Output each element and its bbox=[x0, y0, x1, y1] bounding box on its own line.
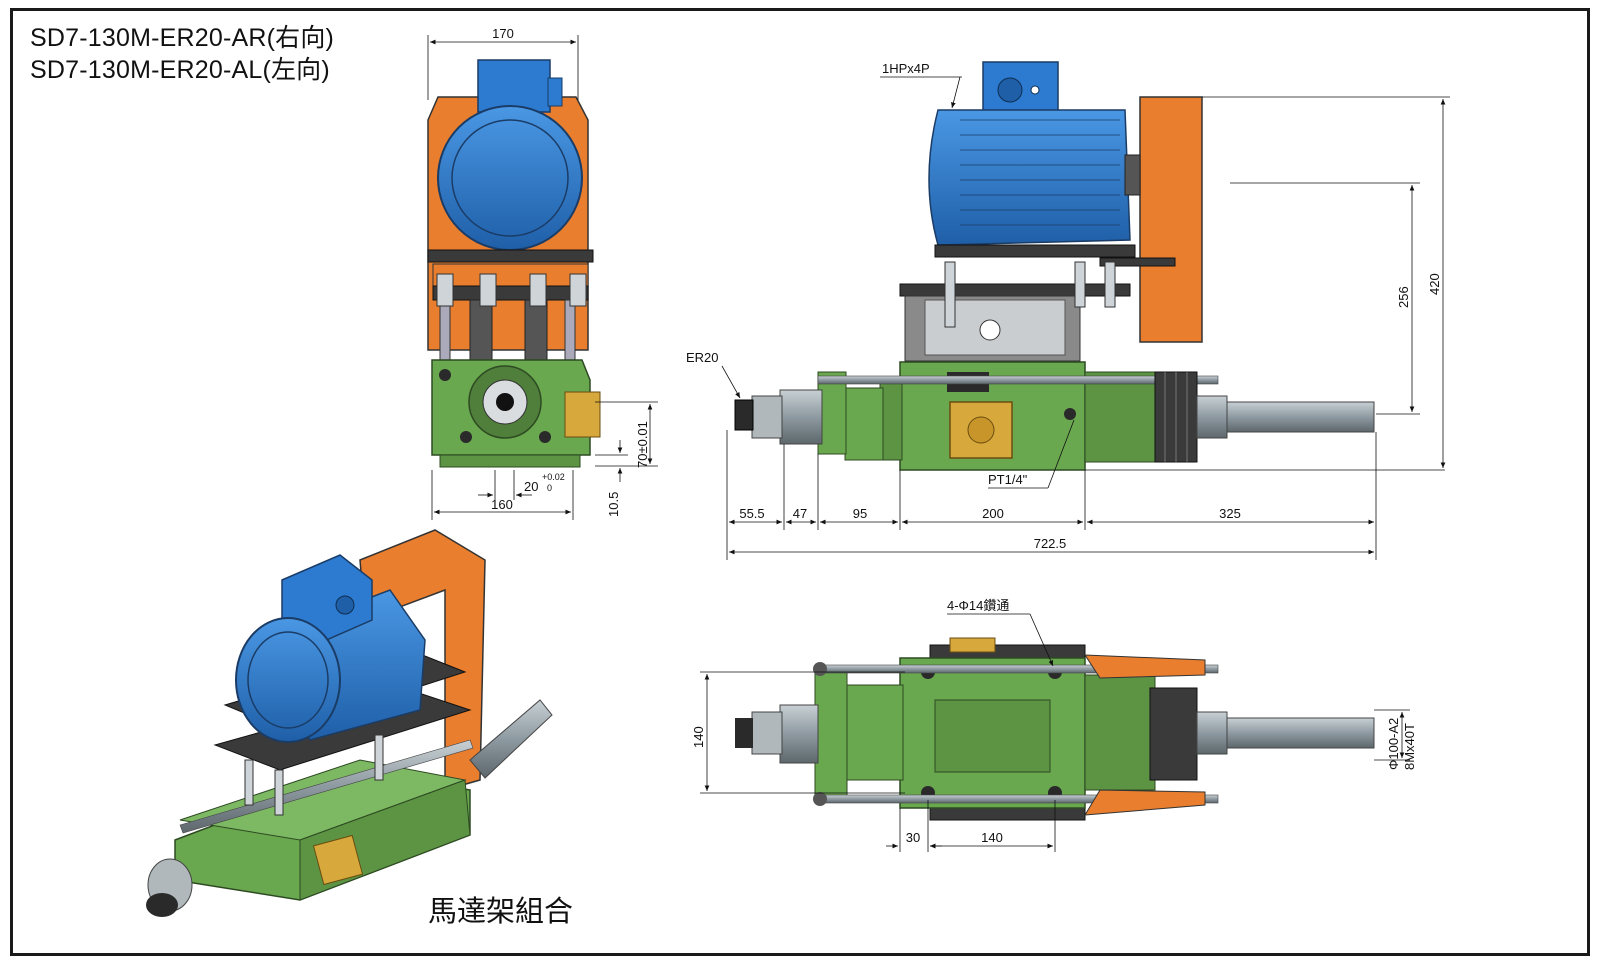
dim-d3: 95 bbox=[853, 506, 867, 521]
dim-key-tol-upper: +0.02 bbox=[542, 472, 565, 482]
dim-top-spacing: 140 bbox=[981, 830, 1003, 845]
side-view: 1HPx4P ER20 PT1/4" 55.5 47 bbox=[686, 61, 1450, 560]
dim-width-bottom: 160 bbox=[491, 497, 513, 512]
collet-label: ER20 bbox=[686, 350, 719, 365]
dim-axis-height: 256 bbox=[1396, 286, 1411, 308]
front-view: 170 160 20 +0.02 0 70±0.01 10.5 bbox=[427, 26, 658, 520]
dim-top-width: 140 bbox=[691, 726, 706, 748]
port-label: PT1/4" bbox=[988, 472, 1028, 487]
dim-d1: 55.5 bbox=[739, 506, 764, 521]
dim-center-height: 70±0.01 bbox=[635, 421, 650, 468]
pulley-diameter: Φ100-A2 bbox=[1386, 718, 1401, 770]
isometric-view bbox=[146, 529, 553, 917]
dim-top-offset: 30 bbox=[906, 830, 920, 845]
motor-label: 1HPx4P bbox=[882, 61, 930, 76]
dim-key-tol-lower: 0 bbox=[547, 483, 552, 493]
top-view: 4-Φ14鑽通 140 30 140 Φ100-A2 8Mx40T bbox=[691, 598, 1417, 852]
dim-total-length: 722.5 bbox=[1034, 536, 1067, 551]
dim-key-width: 20 bbox=[524, 479, 538, 494]
dim-d2: 47 bbox=[793, 506, 807, 521]
hole-label: 4-Φ14鑽通 bbox=[947, 598, 1009, 613]
dim-d5: 325 bbox=[1219, 506, 1241, 521]
model-title-left: SD7-130M-ER20-AL(左向) bbox=[30, 56, 330, 84]
dim-base-offset: 10.5 bbox=[606, 492, 621, 517]
dim-d4: 200 bbox=[982, 506, 1004, 521]
model-title-right: SD7-130M-ER20-AR(右向) bbox=[30, 24, 335, 52]
drawing-frame bbox=[10, 8, 1590, 956]
dim-width-top: 170 bbox=[492, 26, 514, 41]
pulley-bore: 8Mx40T bbox=[1402, 723, 1417, 770]
dim-total-height: 420 bbox=[1427, 273, 1442, 295]
assembly-caption: 馬達架組合 bbox=[428, 896, 574, 928]
